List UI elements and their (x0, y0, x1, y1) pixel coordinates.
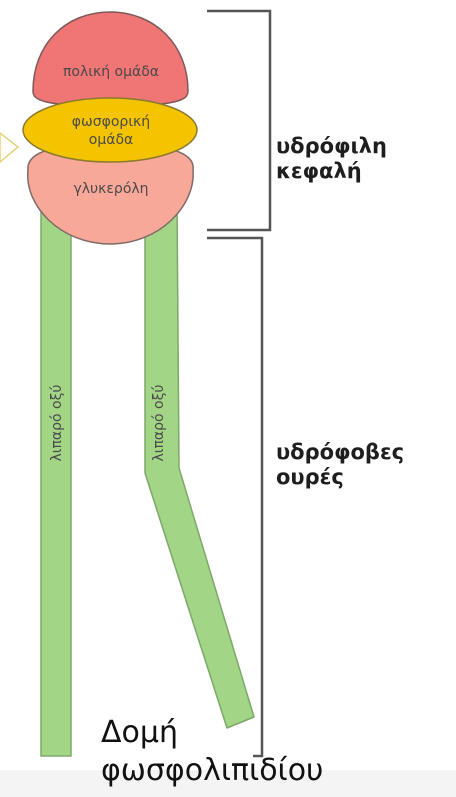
caption-line1: Δομή (101, 714, 323, 752)
head-label-line2: κεφαλή (276, 159, 387, 184)
polar-group-shape (33, 12, 188, 106)
left-tail-label: λιπαρό οξύ (49, 384, 65, 461)
phosphate-group-shape (23, 98, 197, 162)
head-label-line1: υδρόφιλη (276, 134, 387, 159)
hydrophobic-tails-label: υδρόφοβες ουρές (276, 440, 404, 490)
right-tail-label: λιπαρό οξύ (151, 384, 167, 461)
phosphate-group-label-line2: ομάδα (89, 132, 134, 148)
phosphate-group-label-line1: φωσφορική (72, 114, 150, 130)
pointer-arrow-icon (0, 133, 18, 162)
head-bracket (207, 11, 270, 230)
right-fatty-acid-tail (145, 200, 254, 728)
tails-label-line1: υδρόφοβες (276, 440, 404, 465)
caption-line2: φωσφολιπιδίου (101, 752, 323, 790)
glycerol-label: γλυκερόλη (73, 181, 148, 197)
tails-label-line2: ουρές (276, 465, 404, 490)
hydrophilic-head-label: υδρόφιλη κεφαλή (276, 134, 387, 184)
polar-group-label: πολική ομάδα (63, 64, 159, 80)
left-fatty-acid-tail (41, 200, 71, 756)
figure-caption: Δομή φωσφολιπιδίου (101, 714, 323, 790)
